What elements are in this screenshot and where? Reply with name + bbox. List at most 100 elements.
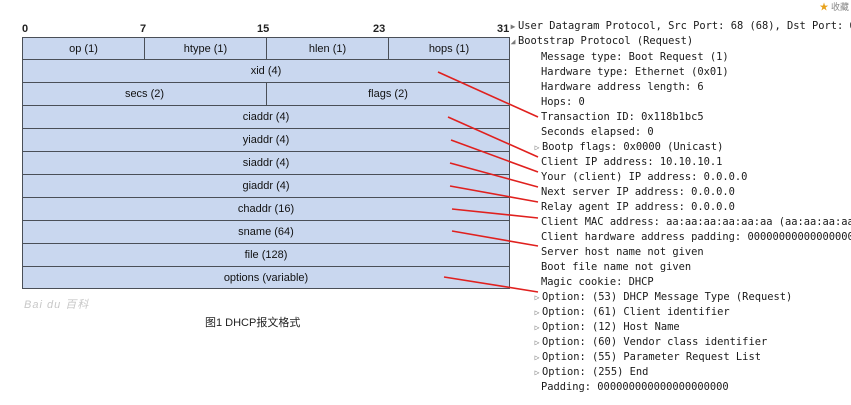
tree-row-transaction-id[interactable]: Transaction ID: 0x118b1bc5 [541, 110, 704, 124]
tree-row-label: Padding: 000000000000000000000 [541, 381, 729, 393]
tree-row-label: Option: (12) Host Name [542, 321, 680, 333]
tree-row-label: Seconds elapsed: 0 [541, 126, 654, 138]
field-hops-label: hops (1) [428, 42, 470, 55]
field-xid: xid (4) [22, 59, 510, 83]
tree-row-relay-agent[interactable]: Relay agent IP address: 0.0.0.0 [541, 200, 735, 214]
field-htype-label: htype (1) [183, 42, 228, 55]
tree-row-label: Bootstrap Protocol (Request) [518, 35, 694, 47]
tree-row-label: Option: (255) End [542, 366, 649, 378]
field-hlen-label: hlen (1) [308, 42, 347, 55]
field-options-label: options (variable) [223, 271, 309, 284]
tree-row-label: Magic cookie: DHCP [541, 276, 654, 288]
field-ciaddr-label: ciaddr (4) [242, 111, 290, 123]
tree-row-label: Transaction ID: 0x118b1bc5 [541, 111, 704, 123]
tree-row-label: Hardware address length: 6 [541, 81, 704, 93]
field-secs-label: secs (2) [124, 88, 165, 100]
bit-number-23: 23 [373, 23, 386, 35]
tree-row-padding[interactable]: Padding: 000000000000000000000 [541, 380, 729, 394]
field-htype: htype (1) [144, 37, 267, 60]
tree-row-label: User Datagram Protocol, Src Port: 68 (68… [518, 20, 851, 32]
tree-row-option-61[interactable]: ▷Option: (61) Client identifier [532, 305, 730, 319]
field-yiaddr-label: yiaddr (4) [242, 134, 290, 146]
expand-arrow-icon[interactable]: ▶ [510, 22, 516, 31]
field-ciaddr: ciaddr (4) [22, 105, 510, 129]
tree-row-magic[interactable]: Magic cookie: DHCP [541, 275, 654, 289]
watermark: Bai du 百科 [24, 299, 90, 311]
tree-row-client-ip[interactable]: Client IP address: 10.10.10.1 [541, 155, 722, 169]
tree-row-option-60[interactable]: ▷Option: (60) Vendor class identifier [532, 335, 768, 349]
tree-row-label: Next server IP address: 0.0.0.0 [541, 186, 735, 198]
expand-arrow-icon[interactable]: ▷ [534, 143, 540, 152]
tree-row-server-host[interactable]: Server host name not given [541, 245, 704, 259]
tree-row-client-mac[interactable]: Client MAC address: aa:aa:aa:aa:aa:aa (a… [541, 215, 851, 229]
field-hops: hops (1) [388, 37, 510, 60]
field-chaddr: chaddr (16) [22, 197, 510, 221]
field-yiaddr: yiaddr (4) [22, 128, 510, 152]
field-flags-label: flags (2) [368, 88, 408, 100]
tree-row-message-type[interactable]: Message type: Boot Request (1) [541, 50, 729, 64]
tree-row-label: Hops: 0 [541, 96, 585, 108]
tree-row-label: Message type: Boot Request (1) [541, 51, 729, 63]
field-file: file (128) [22, 243, 510, 267]
tree-row-boot-file[interactable]: Boot file name not given [541, 260, 691, 274]
tree-row-label: Your (client) IP address: 0.0.0.0 [541, 171, 748, 183]
tree-row-next-server[interactable]: Next server IP address: 0.0.0.0 [541, 185, 735, 199]
tree-row-label: Hardware type: Ethernet (0x01) [541, 66, 729, 78]
tree-row-label: Option: (61) Client identifier [542, 306, 730, 318]
tree-row-label: Bootp flags: 0x0000 (Unicast) [542, 141, 724, 153]
tree-row-label: Client hardware address padding: 0000000… [541, 231, 851, 243]
bit-number-7: 7 [140, 23, 147, 35]
tree-row-label: Option: (60) Vendor class identifier [542, 336, 768, 348]
expand-arrow-icon[interactable]: ▷ [534, 353, 540, 362]
tree-row-option-53[interactable]: ▷Option: (53) DHCP Message Type (Request… [532, 290, 793, 304]
expand-arrow-icon[interactable]: ▷ [534, 308, 540, 317]
tree-row-your-ip[interactable]: Your (client) IP address: 0.0.0.0 [541, 170, 747, 184]
field-giaddr: giaddr (4) [22, 174, 510, 198]
bit-number-0: 0 [22, 23, 29, 35]
bit-number-31: 31 [497, 23, 510, 35]
tree-row-option-12[interactable]: ▷Option: (12) Host Name [532, 320, 680, 334]
tree-row-label: Boot file name not given [541, 261, 692, 273]
packet-detail-tree: ▶User Datagram Protocol, Src Port: 68 (6… [508, 19, 851, 399]
tree-row-option-255[interactable]: ▷Option: (255) End [532, 365, 649, 379]
tree-row-udp[interactable]: ▶User Datagram Protocol, Src Port: 68 (6… [508, 19, 851, 33]
field-op: op (1) [22, 37, 145, 60]
favorite-corner[interactable]: ★ 收藏 [819, 0, 849, 13]
collapse-arrow-icon[interactable]: ◢ [510, 37, 516, 46]
field-sname-label: sname (64) [238, 226, 294, 238]
tree-row-seconds[interactable]: Seconds elapsed: 0 [541, 125, 654, 139]
tree-row-hw-padding[interactable]: Client hardware address padding: 0000000… [541, 230, 851, 244]
field-options: options (variable) [22, 266, 510, 289]
star-icon[interactable]: ★ [819, 2, 829, 12]
tree-row-hardware-type[interactable]: Hardware type: Ethernet (0x01) [541, 65, 729, 79]
field-file-label: file (128) [244, 249, 288, 261]
expand-arrow-icon[interactable]: ▷ [534, 293, 540, 302]
field-flags: flags (2) [266, 82, 510, 106]
field-hlen: hlen (1) [266, 37, 389, 60]
tree-row-flags[interactable]: ▷Bootp flags: 0x0000 (Unicast) [532, 140, 724, 154]
bit-number-15: 15 [257, 23, 270, 35]
field-chaddr-label: chaddr (16) [237, 203, 295, 215]
expand-arrow-icon[interactable]: ▷ [534, 338, 540, 347]
tree-row-bootp[interactable]: ◢Bootstrap Protocol (Request) [508, 34, 694, 48]
tree-row-label: Option: (53) DHCP Message Type (Request) [542, 291, 793, 303]
field-secs: secs (2) [22, 82, 267, 106]
tree-row-hops[interactable]: Hops: 0 [541, 95, 585, 109]
tree-row-label: Relay agent IP address: 0.0.0.0 [541, 201, 735, 213]
tree-row-hw-len[interactable]: Hardware address length: 6 [541, 80, 704, 94]
expand-arrow-icon[interactable]: ▷ [534, 323, 540, 332]
field-xid-label: xid (4) [250, 65, 282, 77]
field-sname: sname (64) [22, 220, 510, 244]
field-siaddr: siaddr (4) [22, 151, 510, 175]
favorite-label: 收藏 [830, 2, 849, 12]
field-giaddr-label: giaddr (4) [242, 180, 290, 192]
diagram-caption: 图1 DHCP报文格式 [205, 317, 301, 329]
tree-row-label: Option: (55) Parameter Request List [542, 351, 761, 363]
tree-row-label: Client IP address: 10.10.10.1 [541, 156, 723, 168]
expand-arrow-icon[interactable]: ▷ [534, 368, 540, 377]
tree-row-option-55[interactable]: ▷Option: (55) Parameter Request List [532, 350, 761, 364]
tree-row-label: Server host name not given [541, 246, 704, 258]
dhcp-format-diagram: 0 7 15 23 31 op (1) htype (1) hlen (1) h… [22, 23, 510, 329]
tree-row-label: Client MAC address: aa:aa:aa:aa:aa:aa (a… [541, 216, 851, 228]
field-siaddr-label: siaddr (4) [242, 157, 290, 169]
